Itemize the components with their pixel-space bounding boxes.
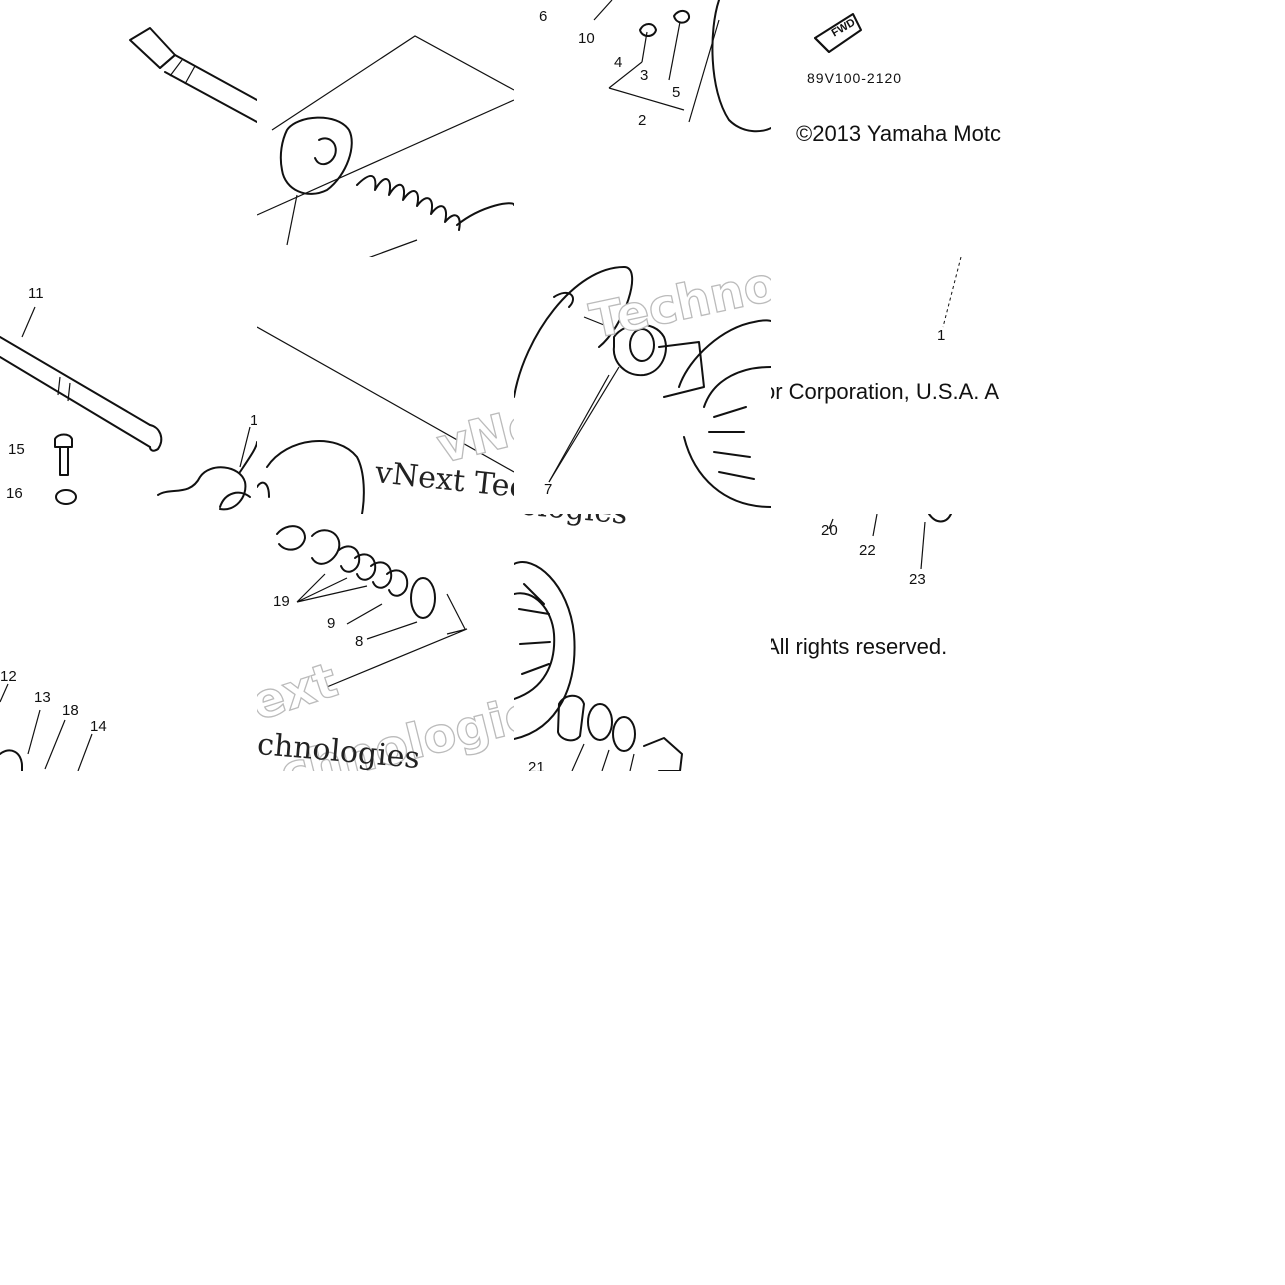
callout-3: 3: [640, 67, 649, 84]
diagram-tile-r1-c2: 7 Techno: [514, 257, 771, 514]
callout-18: 18: [62, 702, 79, 719]
small-parts-drawing: [828, 514, 952, 570]
diagram-tile-r0-c3: FWD 89V100-2120 ©2013 Yamaha Motc: [771, 0, 1028, 257]
callout-9: 9: [327, 615, 336, 632]
sheave-edge-drawing: [257, 326, 514, 514]
bolt-assembly-drawing: [593, 0, 771, 133]
diagram-tile-r0-c2: 6 10 4 3 5 2: [514, 0, 771, 257]
callout-6: 6: [539, 8, 548, 25]
callout-19: 19: [273, 593, 290, 610]
callout-4: 4: [614, 54, 623, 71]
pulley-sheave-drawing: [514, 266, 771, 508]
copyright-line-2: or Corporation, U.S.A. A: [771, 379, 999, 404]
sheave-bolt-drawing: [514, 561, 683, 771]
shaft-tube-drawing: [129, 27, 257, 123]
callout-13: 13: [34, 689, 51, 706]
callout-1a: 1: [250, 412, 257, 429]
diagram-tile-r2-c2: 21 ologies: [514, 514, 771, 771]
callout-1b: 1: [937, 327, 946, 344]
diagram-tile-r2-c0: 12 13 18 14: [0, 514, 257, 771]
shaft-drawing: [0, 306, 257, 511]
washer-stack-drawing: [276, 525, 468, 690]
part-code: 89V100-2120: [807, 70, 903, 86]
diagram-tile-r0-c1: 17: [257, 0, 514, 257]
fwd-arrow-drawing: [814, 13, 862, 53]
callout-11: 11: [28, 285, 44, 302]
diagram-tile-r2-c3: 20 22 23 All rights reserved.: [771, 514, 1028, 771]
spring-clutch-drawing: [257, 35, 514, 257]
callout-10: 10: [578, 30, 595, 47]
copyright-line-3: All rights reserved.: [771, 634, 948, 659]
callout-5: 5: [672, 84, 681, 101]
diagram-tile-r0-c0: [0, 0, 257, 257]
callout-15: 15: [8, 441, 25, 458]
diagram-tile-r1-c0: 11 15 16 1: [0, 257, 257, 514]
callout-12: 12: [0, 668, 17, 685]
diagram-tile-r1-c3: 1 or Corporation, U.S.A. A: [771, 257, 1028, 514]
bearing-group-drawing: [0, 683, 93, 771]
callout-20: 20: [821, 522, 838, 539]
callout-22: 22: [859, 542, 876, 559]
callout-16: 16: [6, 485, 23, 502]
callout-8: 8: [355, 633, 364, 650]
diagram-tile-r1-c1: vNext Tec vNe: [257, 257, 514, 514]
leader-line-drawing: [942, 257, 962, 328]
copyright-line-1: ©2013 Yamaha Motc: [796, 121, 1001, 146]
callout-7: 7: [544, 481, 553, 498]
callout-23: 23: [909, 571, 926, 588]
diagram-tile-r2-c1: 19 9 8 ext chnologies chnologies: [257, 514, 514, 771]
callout-2: 2: [638, 112, 647, 129]
callout-14: 14: [90, 718, 107, 735]
callout-21: 21: [528, 759, 545, 771]
